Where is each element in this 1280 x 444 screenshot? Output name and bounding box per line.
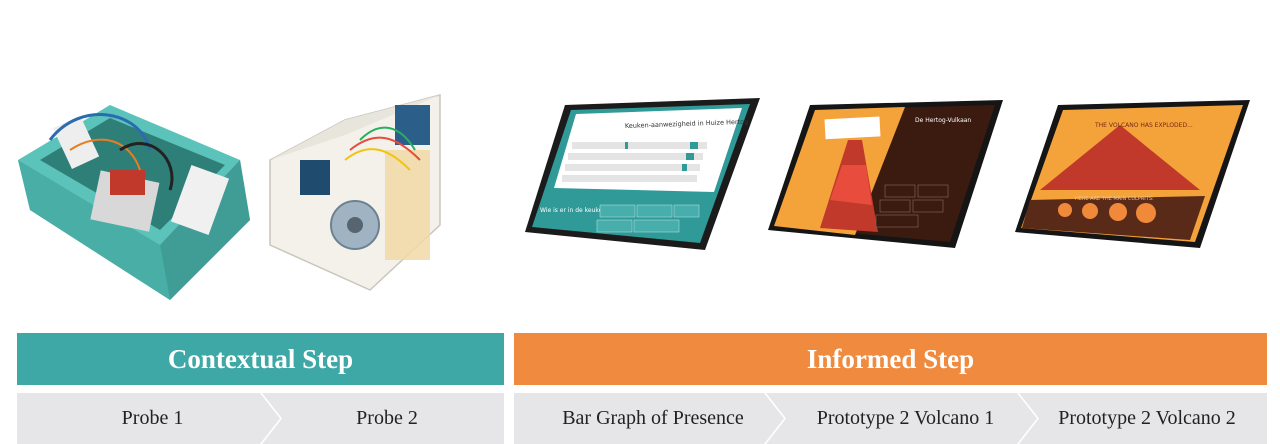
step-prototype-2-volcano-1: Prototype 2 Volcano 1: [766, 393, 1037, 444]
step-probe-2: Probe 2: [262, 393, 504, 444]
tablet-bar-graph: Keuken-aanwezigheid in Huize Hertog Wie …: [525, 98, 760, 250]
informed-step-label: Informed Step: [806, 343, 975, 374]
probe-1-photo: [18, 105, 250, 300]
tablet-volcano-2: THE VOLCANO HAS EXPLODED... HERE ARE THE…: [1015, 100, 1250, 248]
step-probe-1: Probe 1: [17, 393, 280, 444]
step-label: Bar Graph of Presence: [562, 407, 744, 429]
contextual-step-bar: Contextual Step: [17, 333, 504, 385]
step-label: Prototype 2 Volcano 2: [1058, 407, 1236, 429]
volcano2-headline: THE VOLCANO HAS EXPLODED...: [1094, 122, 1193, 129]
step-label: Prototype 2 Volcano 1: [816, 407, 995, 429]
figure-images: Keuken-aanwezigheid in Huize Hertog Wie …: [18, 94, 1250, 300]
step-label: Probe 2: [356, 407, 418, 429]
bar-graph-question: Wie is er in de keuken?: [540, 207, 609, 214]
contextual-step-label: Contextual Step: [167, 343, 354, 374]
tablet-volcano-1: De Hertog-Vulkaan: [768, 100, 1003, 248]
step-bar-graph-of-presence: Bar Graph of Presence: [514, 393, 784, 444]
volcano1-title: De Hertog-Vulkaan: [915, 117, 971, 124]
probe-2-photo: [269, 94, 441, 291]
step-chevron-row: Probe 1 Probe 2 Bar Graph of Presence Pr…: [0, 393, 1280, 444]
informed-step-bar: Informed Step: [514, 333, 1267, 385]
step-label: Probe 1: [121, 407, 184, 429]
step-prototype-2-volcano-2: Prototype 2 Volcano 2: [1019, 393, 1267, 444]
volcano2-subheadline: HERE ARE THE MAIN CULPRITS:: [1075, 196, 1154, 202]
